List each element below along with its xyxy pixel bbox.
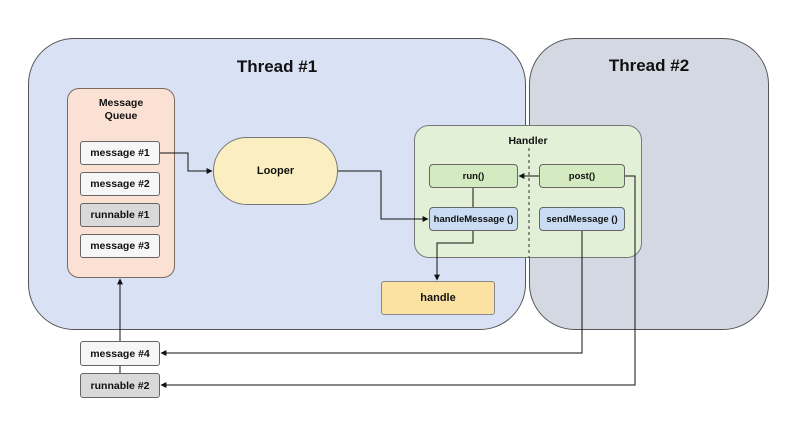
- incoming-message-4: message #4: [80, 341, 160, 366]
- handler-title: Handler: [508, 135, 548, 147]
- incoming-runnable-2: runnable #2: [80, 373, 160, 398]
- handler-container: [414, 125, 642, 258]
- post-to-runnable-2-arrow: [160, 175, 636, 388]
- thread-2-title: Thread #2: [608, 56, 690, 75]
- send-message-method: sendMessage (): [539, 207, 625, 231]
- looper-to-handle-message-arrow: [338, 170, 429, 222]
- handle-node: handle: [381, 281, 495, 315]
- queue-item-runnable-1: runnable #1: [80, 203, 160, 227]
- send-message-to-message-4-arrow: [160, 231, 583, 356]
- post-method: post(): [539, 164, 625, 188]
- looper-node: Looper: [213, 137, 338, 205]
- queue-item-message-3: message #3: [80, 234, 160, 258]
- handle-message-method: handleMessage (): [429, 207, 518, 231]
- queue-item-message-1: message #1: [80, 141, 160, 165]
- queue-to-looper-arrow: [160, 152, 213, 174]
- queue-item-message-2: message #2: [80, 172, 160, 196]
- message-queue-title: Message Queue: [67, 97, 175, 123]
- message-queue-title-line2: Queue: [104, 110, 138, 122]
- handle-message-to-handle-arrow: [434, 231, 474, 281]
- message-queue-title-line1: Message: [98, 97, 144, 109]
- thread-1-title: Thread #1: [236, 57, 318, 76]
- run-method: run(): [429, 164, 518, 188]
